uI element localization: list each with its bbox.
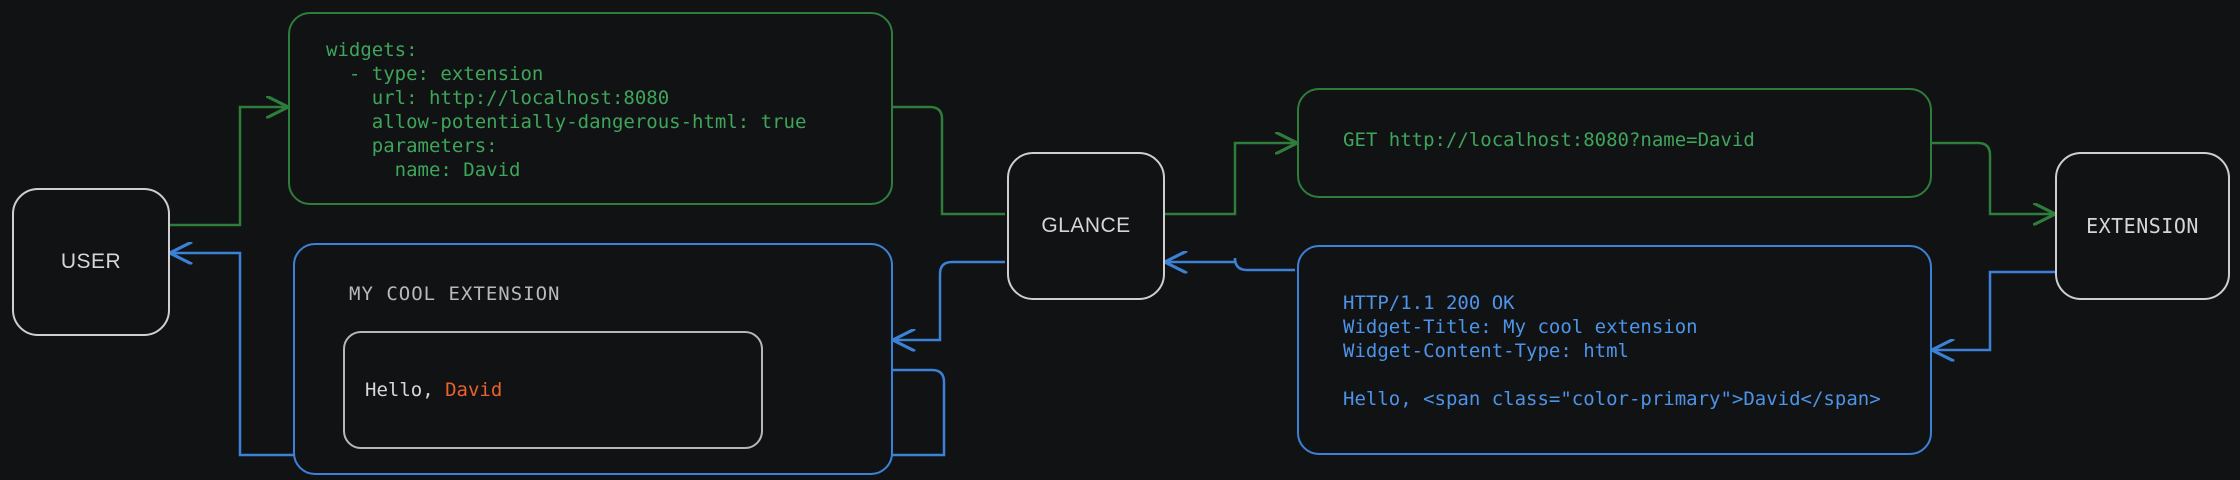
node-user[interactable]: USER — [12, 188, 170, 336]
node-glance-label: GLANCE — [1041, 214, 1131, 237]
widget-card: Hello, David — [343, 331, 763, 449]
edge-response-to-glance — [1167, 258, 1295, 270]
rendered-widget-panel: MY COOL EXTENSION Hello, David — [293, 243, 893, 475]
node-extension-label: EXTENSION — [2086, 214, 2199, 238]
node-user-label: USER — [60, 250, 122, 273]
yaml-config-code: widgets: - type: extension url: http://l… — [326, 39, 807, 181]
widget-card-greeting: Hello, — [365, 379, 446, 401]
http-response-code: HTTP/1.1 200 OK Widget-Title: My cool ex… — [1343, 292, 1881, 410]
widget-title: MY COOL EXTENSION — [349, 283, 561, 305]
edge-user-to-config — [170, 107, 286, 227]
edge-glance-to-widget — [895, 260, 1005, 340]
yaml-config-panel: widgets: - type: extension url: http://l… — [288, 12, 893, 205]
http-request-code: GET http://localhost:8080?name=David — [1343, 129, 1755, 151]
http-response-panel: HTTP/1.1 200 OK Widget-Title: My cool ex… — [1297, 245, 1932, 455]
http-request-panel: GET http://localhost:8080?name=David — [1297, 88, 1932, 198]
edge-glance-to-request — [1165, 143, 1295, 216]
edge-request-to-extension — [1932, 141, 2053, 214]
node-glance[interactable]: GLANCE — [1007, 152, 1165, 300]
node-extension[interactable]: EXTENSION — [2055, 152, 2230, 300]
edge-config-to-glance — [893, 105, 1005, 216]
widget-card-name: David — [445, 379, 503, 401]
widget-card-text: Hello, David — [365, 379, 502, 401]
edge-extension-to-response — [1934, 270, 2055, 350]
